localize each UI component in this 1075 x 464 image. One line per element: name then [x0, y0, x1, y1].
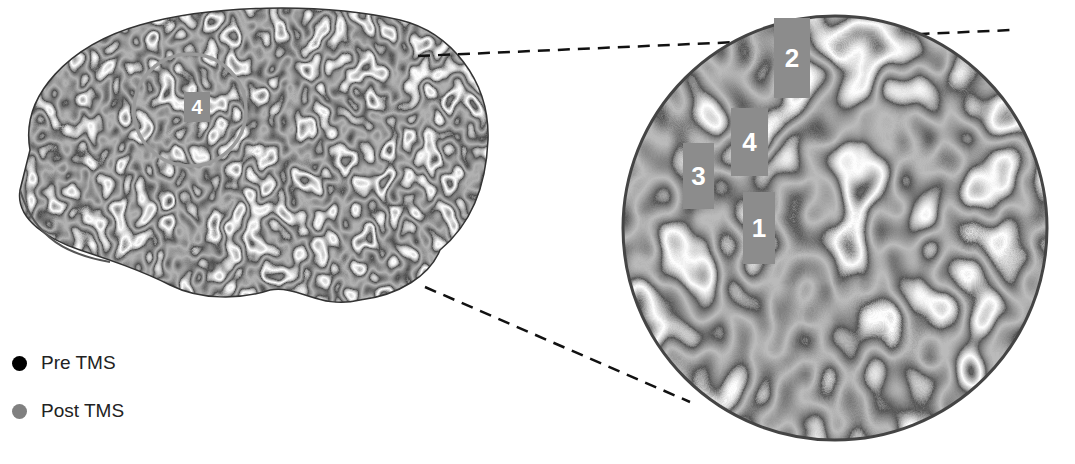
zoom-circle: [623, 16, 1047, 440]
callout-box: 3: [683, 143, 714, 209]
callout-box: 4: [731, 108, 768, 176]
callout-box: 1: [743, 192, 775, 264]
legend-label: Pre TMS: [41, 352, 116, 374]
callout-number: 1: [752, 215, 766, 241]
callout-number: 4: [742, 129, 756, 155]
callout-box: 2: [774, 18, 810, 98]
callout-box: 4: [184, 92, 210, 122]
selection-circle: [134, 54, 246, 166]
callout-number: 3: [691, 163, 705, 189]
legend-item: Post TMS: [12, 400, 124, 422]
legend-dot: [12, 356, 27, 371]
legend-label: Post TMS: [41, 400, 124, 422]
legend-dot: [12, 404, 27, 419]
legend-item: Pre TMS: [12, 352, 116, 374]
callout-number: 2: [785, 45, 799, 71]
callout-number: 4: [191, 97, 202, 117]
